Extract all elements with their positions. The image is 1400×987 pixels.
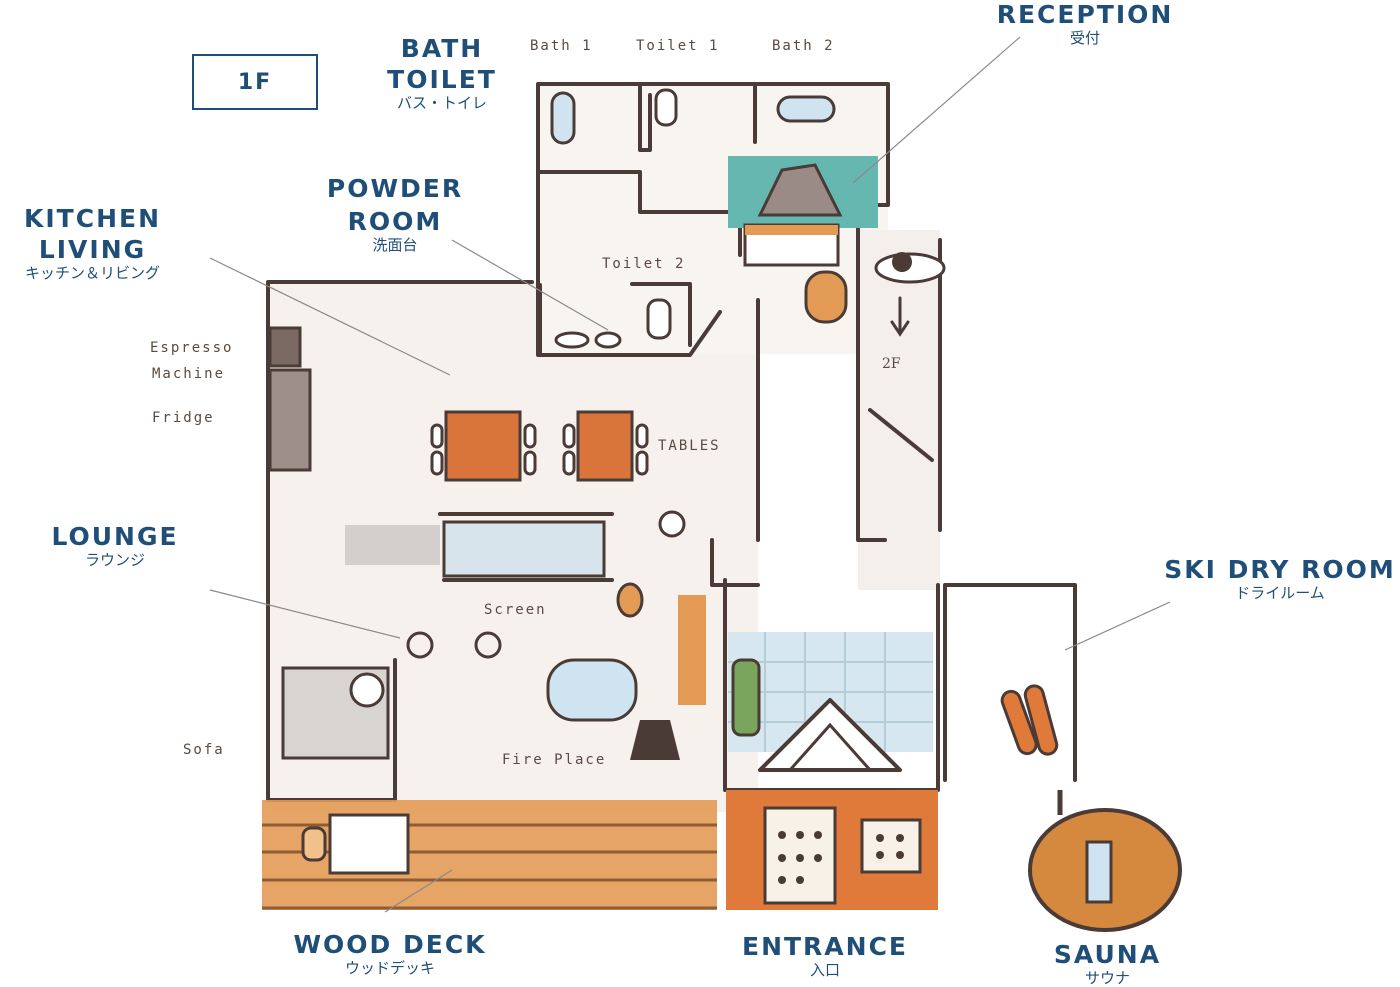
label-bath-toilet: BATH TOILET バス・トイレ [372, 36, 512, 111]
label-kitchen-living: KITCHEN LIVING キッチン＆リビング [0, 206, 185, 281]
label-lounge-en: LOUNGE [51, 522, 179, 551]
dog-bed [546, 658, 638, 722]
label-bath-toilet-jp: バス・トイレ [396, 94, 487, 112]
label-sauna-jp: サウナ [1084, 969, 1130, 987]
label-sauna: SAUNA サウナ [1040, 942, 1175, 986]
note-sofa: Sofa [183, 742, 225, 758]
wall-clock [658, 510, 686, 538]
powder-sink-1 [554, 331, 590, 349]
label-wood-deck-en: WOOD DECK [293, 930, 487, 959]
screen [442, 520, 606, 578]
label-bath-toilet-en2: TOILET [387, 65, 497, 94]
entrance-porch [758, 698, 902, 772]
reception-hood [757, 163, 843, 217]
label-entrance-jp: 入口 [809, 961, 840, 979]
label-entrance-en: ENTRANCE [742, 932, 908, 961]
note-fridge: Fridge [152, 410, 215, 426]
label-entrance: ENTRANCE 入口 [730, 934, 920, 978]
fridge [268, 368, 312, 472]
stairs-arrow [890, 296, 910, 337]
label-ski-dry-room-jp: ドライルーム [1235, 584, 1325, 602]
tv-bench [345, 525, 440, 565]
label-kitchen-living-en2: LIVING [38, 235, 147, 264]
fireplace [630, 720, 680, 760]
label-powder-room-en1: POWDER [326, 174, 464, 203]
powder-sink-2 [594, 331, 622, 349]
deck-chair [301, 826, 327, 862]
note-machine: Machine [152, 366, 226, 382]
label-powder-room-jp: 洗面台 [372, 236, 418, 254]
toilet1 [654, 88, 678, 127]
bath1-tub [550, 91, 576, 145]
lounge-cushion [678, 595, 706, 705]
label-wood-deck-jp: ウッドデッキ [344, 959, 435, 977]
note-bath2: Bath 2 [772, 38, 835, 54]
dining-table-1 [444, 410, 522, 482]
skis [1000, 684, 1059, 756]
label-bath-toilet-en1: BATH [400, 34, 484, 63]
note-toilet2: Toilet 2 [602, 256, 686, 272]
bath2-tub [776, 95, 836, 123]
floor-lamp [349, 672, 385, 708]
living-right-wall [710, 298, 760, 587]
label-kitchen-living-jp: キッチン＆リビング [24, 264, 160, 282]
shoe-cabinet-left [763, 806, 837, 905]
espresso-machine [268, 326, 302, 368]
umbrella-stand [731, 658, 761, 737]
note-stairs-2f: 2F [882, 356, 901, 372]
label-reception-en: RECEPTION [996, 0, 1174, 29]
label-wood-deck: WOOD DECK ウッドデッキ [280, 932, 500, 976]
label-ski-dry-room: SKI DRY ROOM ドライルーム [1160, 557, 1400, 601]
label-powder-room-en2: ROOM [347, 207, 443, 236]
label-sauna-en: SAUNA [1053, 940, 1162, 969]
corridor-walls [856, 203, 942, 542]
note-bath1: Bath 1 [530, 38, 593, 54]
bath-partition-1 [638, 82, 652, 152]
dining-table-2 [576, 410, 634, 482]
note-fireplace: Fire Place [502, 752, 607, 768]
tv-wall [438, 512, 614, 582]
toilet2 [646, 298, 672, 340]
note-espresso: Espresso [150, 340, 234, 356]
label-kitchen-living-en1: KITCHEN [24, 204, 161, 233]
note-toilet1: Toilet 1 [636, 38, 720, 54]
sauna-door [1085, 840, 1113, 904]
note-screen: Screen [484, 602, 547, 618]
reception-stool [804, 270, 848, 324]
note-tables: TABLES [658, 438, 721, 454]
guitar [616, 582, 644, 618]
label-lounge: LOUNGE ラウンジ [40, 524, 190, 568]
label-reception: RECEPTION 受付 [985, 2, 1185, 46]
floor-badge: 1F [192, 54, 318, 110]
toilet2-walls [538, 282, 692, 354]
ski-room-walls [943, 583, 1077, 782]
label-lounge-jp: ラウンジ [84, 551, 145, 569]
label-reception-jp: 受付 [1069, 29, 1100, 47]
label-ski-dry-room-en: SKI DRY ROOM [1164, 555, 1396, 584]
shoe-cabinet-right [860, 818, 922, 874]
deck-table [328, 813, 410, 875]
label-powder-room: POWDER ROOM 洗面台 [315, 176, 475, 253]
